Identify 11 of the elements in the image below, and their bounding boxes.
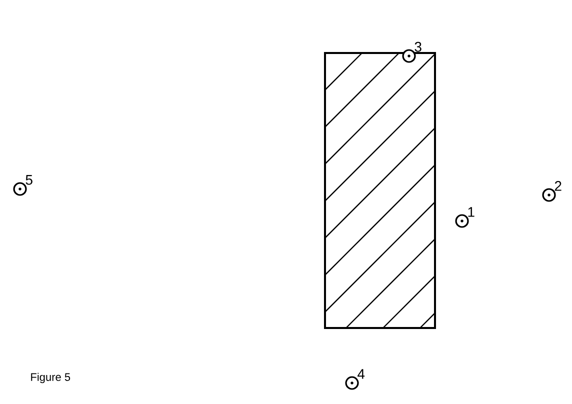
point-marker: [345, 376, 359, 390]
point-number: 2: [554, 181, 562, 191]
figure-caption: Figure 5: [31, 372, 70, 384]
point-marker: [455, 214, 469, 228]
point-number: 4: [358, 369, 365, 379]
point-marker: [542, 188, 556, 202]
point-marker: [402, 49, 416, 63]
point-marker: [13, 182, 27, 196]
point-number: 5: [26, 175, 32, 185]
point-number: 1: [468, 207, 474, 217]
point-number: 3: [414, 42, 422, 52]
